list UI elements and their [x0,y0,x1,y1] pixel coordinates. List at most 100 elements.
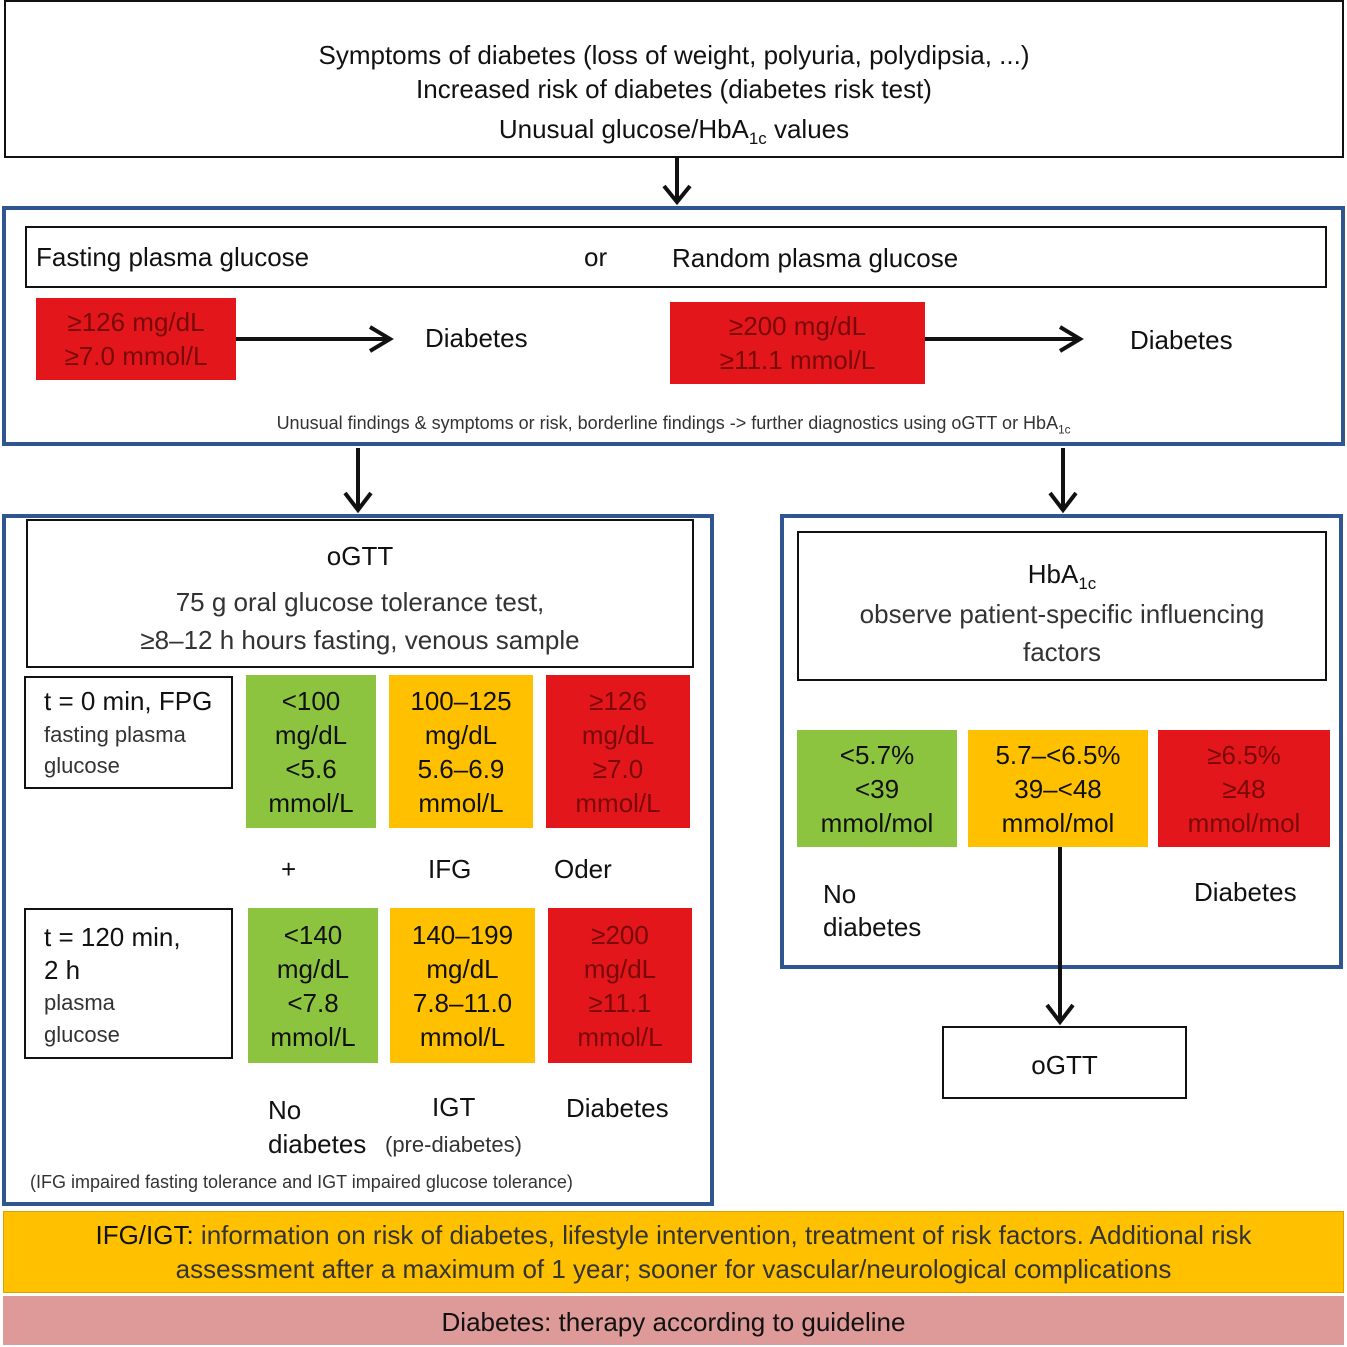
pg2h-igt-v4: mmol/L [419,1021,506,1052]
pg2h-label-line-3: plasma [44,990,115,1015]
pg2h-label-line-2: 2 h [44,955,81,985]
hba1c-normal-v1: <5.7% [839,739,915,770]
random-threshold-mmol: ≥11.1 mmol/L [719,345,876,375]
ogtt-diabetes-result: Diabetes [566,1093,669,1123]
pg2h-normal-v2: mg/dL [276,953,350,984]
oder-label: Oder [554,854,612,884]
hba1c-normal-v2: <39 [854,773,900,804]
pg2h-normal-v3: <7.8 [287,987,339,1018]
fasting-label: Fasting plasma glucose [36,242,310,272]
symptoms-box: Symptoms of diabetes (loss of weight, po… [4,0,1344,158]
ifg-igt-advice-label: IFG/IGT: [95,1220,194,1250]
ifg-igt-advice-line-1: IFG/IGT: information on risk of diabetes… [4,1220,1343,1251]
ogtt-desc-1: 75 g oral glucose tolerance test, [175,587,545,617]
ifg-igt-advice-text-1: information on risk of diabetes, lifesty… [193,1220,1252,1250]
fpg-normal-cell: <100 mg/dL <5.6 mmol/L [246,675,376,828]
pg2h-label-line-1: t = 120 min, [44,922,181,952]
pg2h-normal-v4: mmol/L [270,1021,356,1052]
hba1c-header-box: HbA1c observe patient-specific influenci… [797,531,1327,681]
fpg-label-line-1: t = 0 min, FPG [44,686,213,716]
pg2h-igt-v2: mg/dL [426,953,499,984]
random-result: Diabetes [1130,325,1233,355]
fasting-result: Diabetes [425,323,528,353]
unusual-values-sub: 1c [748,129,767,149]
pg2h-diabetes-v4: mmol/L [577,1021,663,1052]
pg2h-diabetes-v2: mg/dL [583,953,657,984]
ogtt-legend: (IFG impaired fasting tolerance and IGT … [30,1172,573,1192]
fasting-threshold-box: ≥126 mg/dL ≥7.0 mmol/L [36,298,236,380]
hba1c-no-diabetes-2: diabetes [823,912,922,942]
fpg-ifg-v4: mmol/L [418,787,504,818]
fpg-ifg-v2: mg/dL [424,719,498,750]
random-threshold-box: ≥200 mg/dL ≥11.1 mmol/L [670,302,925,384]
screening-footnote-text: Unusual findings & symptoms or risk, bor… [276,413,1059,433]
pg2h-label-line-4: glucose [44,1022,120,1047]
pg2h-label-box: t = 120 min, 2 h plasma glucose [24,908,233,1059]
pg2h-diabetes-cell: ≥200 mg/dL ≥11.1 mmol/L [548,908,692,1063]
fpg-ifg-v3: 5.6–6.9 [417,753,505,784]
fpg-label-box: t = 0 min, FPG fasting plasma glucose [24,676,233,789]
hba1c-desc-1: observe patient-specific influencing [859,599,1265,629]
hba1c-borderline-v3: mmol/mol [1001,807,1115,838]
or-label: or [584,242,608,272]
plasma-glucose-header: Fasting plasma glucose or Random plasma … [25,226,1327,288]
symptoms-line: Symptoms of diabetes (loss of weight, po… [318,40,1030,70]
fpg-normal-v4: mmol/L [268,787,354,818]
diabetes-therapy-bar: Diabetes: therapy according to guideline [3,1296,1344,1345]
igt-prediabetes: (pre-diabetes) [385,1132,522,1157]
followup-ogtt-label: oGTT [1031,1050,1098,1080]
followup-ogtt-box: oGTT [942,1026,1187,1099]
ogtt-no-diabetes-2: diabetes [268,1129,367,1159]
hba1c-title: HbA1c [799,559,1325,594]
fasting-threshold-mmol: ≥7.0 mmol/L [64,341,208,371]
arrow-top-down-head [662,184,692,206]
screening-footnote: Unusual findings & symptoms or risk, bor… [0,413,1347,437]
unusual-values-line: Unusual glucose/HbA1c values [6,114,1342,149]
random-threshold-mg: ≥200 mg/dL [728,311,867,341]
ifg-label: IFG [428,854,472,884]
fpg-label-line-3: glucose [44,753,120,778]
hba1c-diabetes-v2: ≥48 [1222,773,1266,804]
fpg-ifg-cell: 100–125 mg/dL 5.6–6.9 mmol/L [389,675,533,828]
fpg-label-line-2: fasting plasma [44,722,186,747]
fpg-diabetes-v3: ≥7.0 [592,753,644,784]
ifg-igt-advice-bar: IFG/IGT: information on risk of diabetes… [3,1211,1344,1293]
fpg-normal-v3: <5.6 [285,753,337,784]
unusual-values-suffix: values [766,114,850,144]
plus-label: + [281,854,297,884]
pg2h-igt-cell: 140–199 mg/dL 7.8–11.0 mmol/L [390,908,535,1063]
hba1c-normal-cell: <5.7% <39 mmol/mol [797,730,957,847]
hba1c-diabetes-v3: mmol/mol [1187,807,1301,838]
screening-footnote-sub: 1c [1058,423,1071,437]
hba1c-borderline-cell: 5.7–<6.5% 39–<48 mmol/mol [968,730,1148,847]
fasting-threshold-mg: ≥126 mg/dL [67,307,205,337]
fpg-normal-v2: mg/dL [274,719,348,750]
diabetes-therapy-text: Diabetes: therapy according to guideline [441,1307,906,1337]
ogtt-desc-2: ≥8–12 h hours fasting, venous sample [140,625,580,655]
hba1c-title-text: HbA [1027,559,1079,589]
fpg-diabetes-v1: ≥126 [589,685,647,716]
ogtt-no-diabetes-1: No [268,1095,302,1125]
fpg-ifg-v1: 100–125 [410,685,512,716]
ifg-igt-advice-line-2: assessment after a maximum of 1 year; so… [175,1254,1172,1284]
ogtt-title: oGTT [326,541,394,571]
hba1c-desc-2: factors [1022,637,1102,667]
pg2h-diabetes-v1: ≥200 [591,919,649,950]
hba1c-diabetes-cell: ≥6.5% ≥48 mmol/mol [1158,730,1330,847]
hba1c-no-diabetes-1: No [823,879,857,909]
hba1c-borderline-v2: 39–<48 [1014,773,1102,804]
fpg-diabetes-v4: mmol/L [575,787,661,818]
pg2h-igt-v3: 7.8–11.0 [412,987,513,1018]
hba1c-borderline-v1: 5.7–<6.5% [995,739,1121,770]
pg2h-normal-v1: <140 [283,919,343,950]
risk-line: Increased risk of diabetes (diabetes ris… [416,74,932,104]
fpg-normal-v1: <100 [281,685,341,716]
pg2h-diabetes-v3: ≥11.1 [588,987,652,1018]
fpg-diabetes-v2: mg/dL [581,719,655,750]
hba1c-diabetes-v1: ≥6.5% [1207,739,1281,770]
unusual-values-prefix: Unusual glucose/HbA [498,114,749,144]
arrow-to-ogtt-head [343,491,373,514]
ogtt-header-box: oGTT 75 g oral glucose tolerance test, ≥… [26,519,694,668]
hba1c-title-sub: 1c [1078,574,1097,594]
arrow-to-hba1c-head [1048,491,1078,514]
